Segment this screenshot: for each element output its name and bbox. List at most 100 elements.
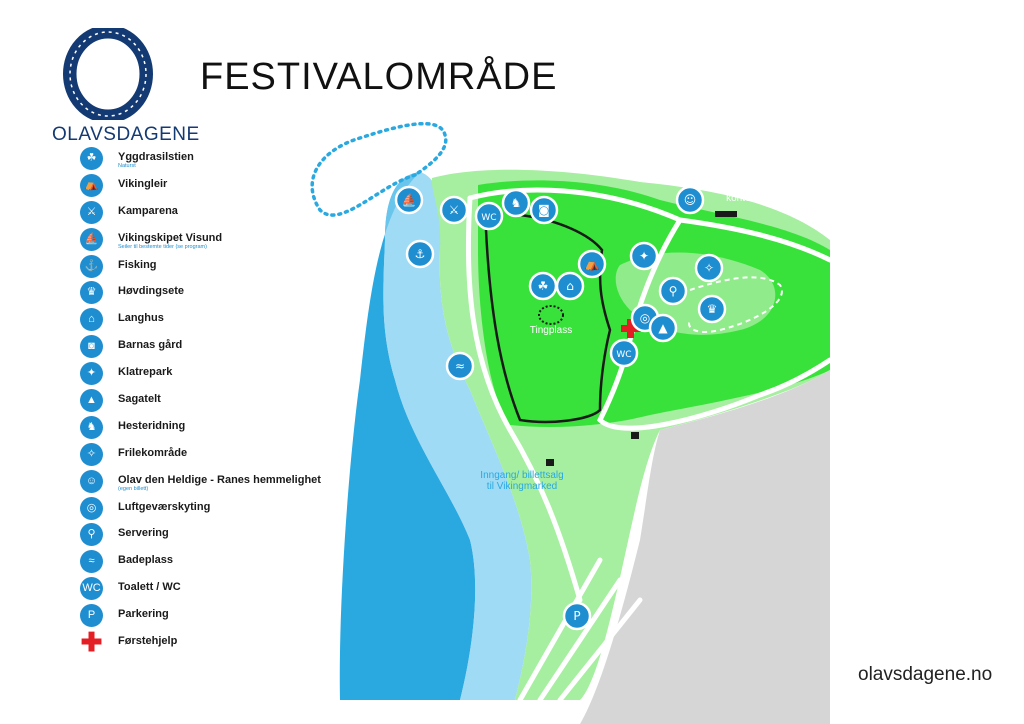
legend-label: Frilekområde [118, 446, 188, 459]
legend-label: Vikingleir [118, 177, 168, 190]
crossed-axes-icon: ⚔ [449, 203, 460, 217]
legend-item: ✦Klatrepark [80, 361, 340, 388]
legend-item: ⛺ Vikingleir [80, 173, 340, 200]
legend-label: Luftgeværskyting [118, 500, 211, 513]
map-marker-theatre-mask-icon[interactable]: ☺ [675, 185, 705, 215]
air-rifle-icon: ◎ [80, 496, 103, 520]
water-area [339, 172, 476, 700]
tree-icon: ☘ [538, 279, 549, 293]
buildings [546, 211, 737, 466]
legend-item: ⚔ Kamparena [80, 200, 340, 227]
legend-label: Førstehjelp [118, 635, 178, 648]
map-marker-horse-icon[interactable]: ♞ [501, 188, 531, 218]
page-title: FESTIVALOMRÅDE [200, 56, 558, 98]
legend-label: Kamparena [118, 204, 178, 217]
fishing-icon: ⚓ [415, 247, 426, 261]
legend-label: Yggdrasilstien [118, 151, 194, 163]
legend-label: Høvdingsete [118, 285, 185, 298]
map-marker-fishing-icon[interactable]: ⚓ [405, 239, 435, 269]
map-marker-play-area-icon[interactable]: ✧ [694, 253, 724, 283]
legend-item: ◙ Barnas gård [80, 334, 340, 361]
fishing-icon: ⚓ [80, 254, 103, 278]
legend-label: Fisking [118, 258, 157, 271]
legend-item: ⚲ Servering [80, 522, 340, 549]
map-marker-chieftain-seat-icon[interactable]: ♛ [697, 294, 727, 324]
play-area-icon: ✧ [80, 442, 103, 466]
tractor-icon: ◙ [538, 203, 550, 217]
legend-label: Badeplass [118, 554, 174, 567]
map-marker-crossed-axes-icon[interactable]: ⚔ [439, 195, 469, 225]
map-marker-tractor-icon[interactable]: ◙ [529, 195, 559, 225]
map-marker-viking-ship-icon[interactable]: ⛵ [394, 185, 424, 215]
wc-icon: WC [616, 350, 631, 360]
longhouse-icon: ⌂ [566, 279, 574, 293]
legend-item: ▲ Sagatelt [80, 388, 340, 415]
wc-icon: WC [481, 213, 496, 223]
climbing-icon: ✦ [80, 362, 103, 386]
palisade-wall [484, 213, 612, 424]
map-marker-tree-icon[interactable]: ☘ [528, 271, 558, 301]
theatre-mask-icon: ☺ [684, 193, 697, 207]
food-service-icon: ⚲ [669, 284, 678, 298]
legend-sublabel: Seiler til bestemte tider (se program) [118, 243, 207, 250]
legend-item: ✧ Frilekområde [80, 442, 340, 469]
food-service-icon: ⚲ [80, 523, 103, 547]
chieftain-seat-icon: ♛ [707, 302, 718, 316]
first-aid-icon: ✚ [80, 631, 103, 655]
tent-icon: ▲ [80, 389, 103, 413]
olavsdagene-logo [63, 28, 153, 120]
legend-sublabel: (egen billett) [118, 485, 149, 492]
tractor-icon: ◙ [80, 335, 103, 359]
legend-item: ⌂Langhus [80, 307, 340, 334]
legend-label: Servering [118, 527, 169, 540]
legend-label: Sagatelt [118, 393, 161, 406]
wc-icon: WC [80, 577, 103, 601]
trail [688, 276, 783, 333]
legend-label: Barnas gård [118, 339, 183, 352]
swimmer-icon: ≈ [455, 359, 465, 373]
map-marker-wc-icon[interactable]: WC [609, 338, 639, 368]
map-marker-swimmer-icon[interactable]: ≈ [445, 351, 475, 381]
camp-icon: ⛺ [585, 257, 600, 271]
map-marker-camp-icon[interactable]: ⛺ [577, 249, 607, 279]
legend-item: ♛Høvdingsete [80, 280, 340, 307]
website-url[interactable]: olavsdagene.no [858, 664, 993, 685]
ship-route [310, 122, 448, 217]
tingplass-label: Tingplass [530, 325, 572, 336]
map-marker-wc-icon[interactable]: WC [474, 201, 504, 231]
map-marker-parking-icon[interactable]: P [562, 601, 592, 631]
swimmer-icon: ≈ [80, 550, 103, 574]
air-rifle-icon: ◎ [640, 311, 650, 325]
legend-item: ☺ Olav den Heldige - Ranes hemmelighet(eg… [80, 469, 340, 496]
map-marker-tent-icon[interactable]: ▲ [648, 313, 678, 343]
parking-icon: P [573, 609, 580, 623]
parking-zone [580, 370, 830, 724]
legend-item: ⚓ Fisking [80, 254, 340, 281]
legend-label: Hesteridning [118, 419, 186, 432]
theatre-mask-icon: ☺ [80, 469, 103, 493]
play-area-icon: ✧ [704, 261, 714, 275]
map-marker-food-service-icon[interactable]: ⚲ [658, 276, 688, 306]
climbing-icon: ✦ [639, 249, 649, 263]
camp-icon: ⛺ [80, 173, 103, 197]
viking-ship-icon: ⛵ [402, 193, 417, 207]
map-marker-longhouse-icon[interactable]: ⌂ [555, 271, 585, 301]
first-aid-map-icon [621, 319, 641, 338]
legend-label: Vikingskipet Visund [118, 231, 223, 244]
legend-label: Olav den Heldige - Ranes hemmelighet [118, 473, 321, 486]
legend-item: ✚ Førstehjelp [80, 630, 340, 657]
tree-icon: ☘ [80, 147, 103, 170]
legend-item: ◎ Luftgeværskyting [80, 496, 340, 523]
map-marker-climbing-icon[interactable]: ✦ [629, 241, 659, 271]
crossed-axes-icon: ⚔ [80, 200, 103, 224]
tent-icon: ▲ [658, 321, 668, 335]
brand-name: OLAVSDAGENE [52, 124, 200, 145]
